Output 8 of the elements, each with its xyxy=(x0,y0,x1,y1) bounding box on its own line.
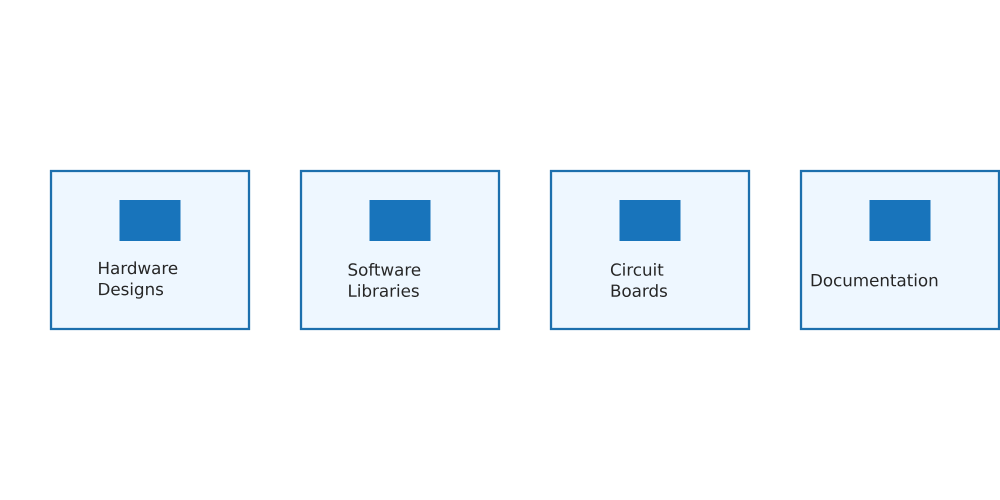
card-label: Circuit Boards xyxy=(610,262,667,297)
card-box xyxy=(50,170,250,330)
card-label: Software Libraries xyxy=(348,262,420,297)
card-box xyxy=(300,170,500,330)
card-label: Hardware Designs xyxy=(99,261,178,299)
card-label: Documentation xyxy=(812,274,938,286)
card-box xyxy=(550,170,750,330)
card-box xyxy=(800,170,1000,330)
